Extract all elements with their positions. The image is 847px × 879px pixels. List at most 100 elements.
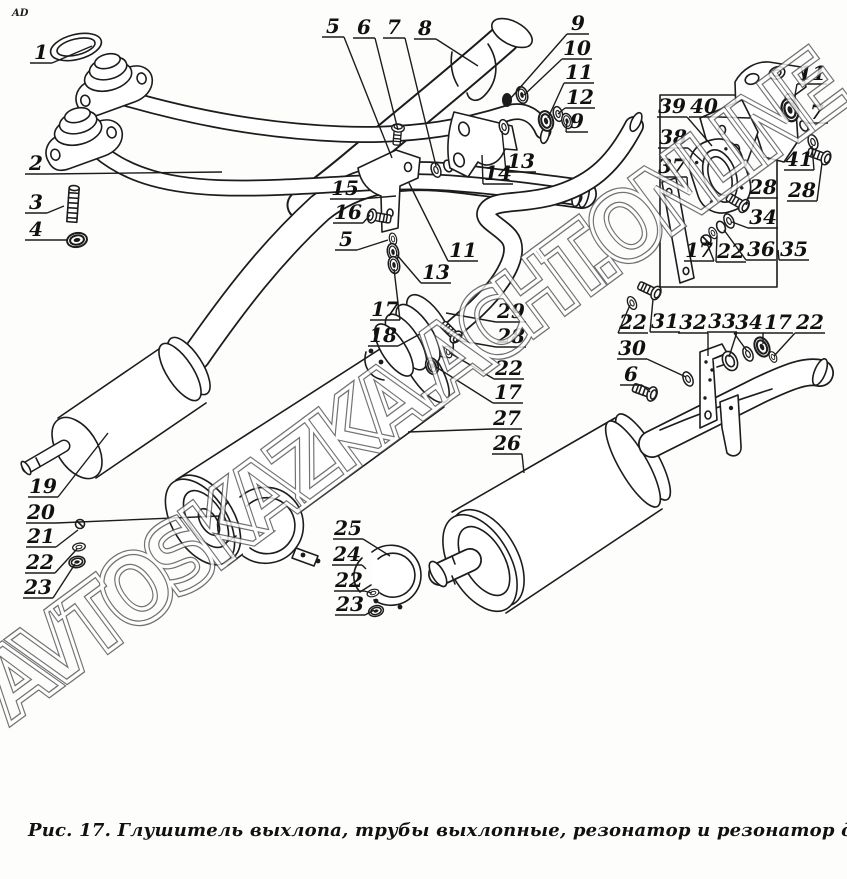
svg-text:23: 23 (335, 592, 364, 616)
part-callout: 5 (322, 14, 393, 159)
svg-text:16: 16 (334, 200, 362, 224)
flange-gaskets (45, 32, 154, 250)
part-callout: 14 (481, 154, 513, 185)
svg-text:20: 20 (26, 500, 55, 524)
svg-text:7: 7 (387, 15, 401, 39)
part-callout: 40 (689, 94, 751, 119)
svg-text:22: 22 (795, 310, 824, 334)
part-callout: 11 (547, 60, 594, 119)
part-callout: 22 (449, 352, 524, 380)
svg-text:17: 17 (494, 380, 522, 404)
svg-text:17: 17 (371, 297, 399, 321)
svg-text:36: 36 (747, 237, 775, 261)
part-callout: 33 (707, 309, 738, 358)
svg-text:33: 33 (708, 309, 736, 333)
part-callout: 7 (805, 100, 828, 124)
part-callout: 10 (523, 36, 592, 96)
svg-text:11: 11 (449, 238, 477, 262)
corner-mark: AD (12, 8, 29, 19)
additional-resonator (428, 358, 834, 614)
part-callout: 16 (333, 200, 371, 224)
svg-text:40: 40 (690, 94, 718, 118)
part-callout: 13 (396, 254, 451, 284)
svg-text:28: 28 (748, 175, 777, 199)
svg-text:1: 1 (34, 40, 48, 64)
part-callout: 28 (745, 175, 778, 206)
svg-text:21: 21 (26, 524, 55, 548)
part-callout: 26 (492, 431, 525, 474)
svg-text:11: 11 (565, 60, 593, 84)
svg-text:17: 17 (685, 238, 713, 262)
rear-hanger-assembly (659, 61, 834, 288)
svg-text:19: 19 (29, 474, 57, 498)
part-callout: 23 (335, 592, 375, 616)
svg-text:10: 10 (563, 36, 591, 60)
svg-text:32: 32 (679, 310, 707, 334)
svg-text:28: 28 (496, 324, 525, 348)
part-callout: 25 (333, 516, 391, 557)
part-callout: 39 (657, 94, 713, 147)
part-callout: 8 (414, 16, 479, 67)
svg-text:30: 30 (618, 336, 646, 360)
svg-text:9: 9 (570, 109, 584, 133)
part-callout: 24 (332, 542, 367, 570)
part-callout: 22 (25, 548, 78, 574)
stud (66, 184, 80, 224)
part-callout: 17 (684, 238, 715, 262)
part-callout: 27 (407, 406, 522, 433)
svg-text:29: 29 (496, 299, 525, 323)
part-callout: 2 (25, 151, 223, 175)
part-callout: 35 (777, 237, 809, 261)
part-callout: 34 (733, 310, 764, 352)
part-callout: 9 (509, 11, 589, 100)
part-callout: 34 (731, 205, 778, 229)
part-callout: 21 (26, 524, 79, 548)
part-callout: 3 (25, 190, 65, 214)
svg-text:38: 38 (659, 125, 687, 149)
svg-text:22: 22 (494, 356, 523, 380)
svg-text:6: 6 (357, 15, 371, 39)
svg-text:28: 28 (787, 178, 816, 202)
svg-text:5: 5 (339, 227, 353, 251)
svg-text:27: 27 (492, 406, 521, 430)
svg-text:26: 26 (492, 431, 521, 455)
part-callout: 9 (565, 109, 588, 133)
part-callout: 22 (617, 304, 648, 334)
part-callout: 17 (435, 366, 523, 404)
support-bracket-assembly (624, 277, 780, 429)
part-callout: 18 (368, 323, 421, 347)
svg-text:3: 3 (29, 190, 43, 214)
svg-text:31: 31 (651, 309, 679, 333)
svg-text:18: 18 (369, 323, 397, 347)
resonator-clamp (67, 486, 321, 570)
part-callout: 22 (334, 568, 373, 594)
part-callout: 11 (792, 61, 827, 107)
svg-text:12: 12 (566, 85, 594, 109)
part-callout: 19 (28, 432, 109, 498)
svg-text:34: 34 (735, 310, 763, 334)
part-callout: 5 (335, 227, 389, 251)
svg-text:17: 17 (764, 310, 792, 334)
part-callout: 23 (23, 563, 76, 599)
svg-text:14: 14 (484, 161, 512, 185)
rear-exhaust-pipe (431, 111, 644, 351)
part-callout: 41 (784, 145, 815, 171)
part-callout: 4 (25, 217, 68, 241)
part-callout: 37 (657, 154, 689, 193)
part-callout: 7 (383, 15, 437, 167)
resonator (20, 336, 211, 480)
svg-text:2: 2 (28, 151, 43, 175)
part-callout: 12 (557, 85, 595, 115)
svg-text:39: 39 (658, 94, 686, 118)
svg-text:41: 41 (785, 147, 813, 171)
svg-text:34: 34 (749, 205, 777, 229)
figure-caption: Рис. 17. Глушитель выхлопа, трубы выхлоп… (28, 820, 847, 841)
part-callout: 22 (773, 310, 825, 357)
svg-text:37: 37 (658, 154, 686, 178)
svg-text:4: 4 (29, 217, 43, 241)
svg-text:13: 13 (507, 149, 535, 173)
part-callout: 29 (445, 299, 526, 323)
part-callout: 6 (353, 15, 399, 131)
